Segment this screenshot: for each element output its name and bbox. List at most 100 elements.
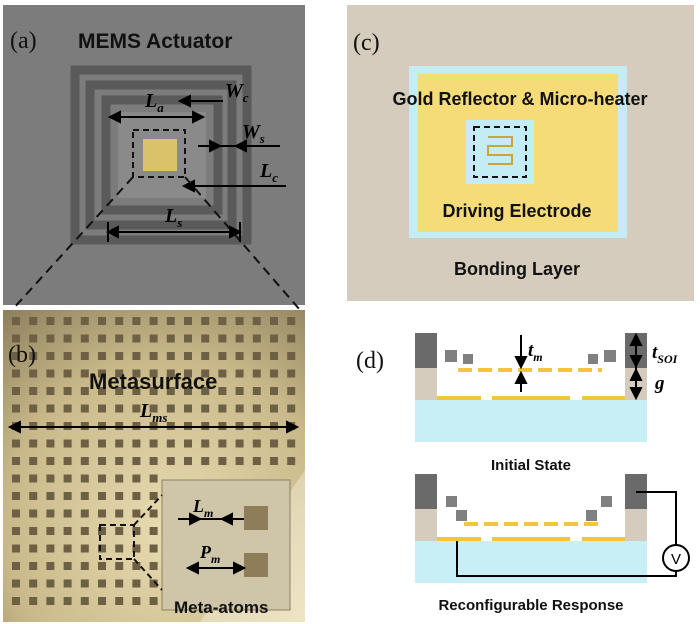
- panel-a-title: MEMS Actuator: [78, 30, 232, 53]
- meta-atom: [98, 597, 106, 605]
- meta-atom: [115, 597, 124, 605]
- meta-atom: [287, 439, 296, 448]
- metasurface-chip: [143, 139, 177, 171]
- meta-atom: [12, 457, 20, 465]
- meta-atom: [270, 439, 278, 448]
- meta-atom: [46, 352, 55, 360]
- meta-atom: [80, 492, 89, 500]
- meta-atom: [12, 544, 20, 553]
- meta-atom: [132, 457, 141, 465]
- meta-atom: [80, 527, 89, 535]
- meta-atom: [149, 317, 158, 325]
- circuit-wire: [636, 491, 677, 545]
- meta-atom: [46, 509, 55, 518]
- meta-atom: [218, 317, 227, 325]
- meta-atom: [184, 404, 192, 413]
- meta-atom: [63, 597, 72, 605]
- meta-atom: [115, 509, 124, 518]
- meta-atom: [132, 527, 141, 535]
- svg-text:Lm: Lm: [192, 496, 213, 520]
- panel-b-title: Metasurface: [89, 369, 217, 394]
- meta-atom: [115, 527, 124, 535]
- meta-atom: [12, 579, 20, 588]
- meta-atom: [63, 527, 72, 535]
- meta-atom: [252, 352, 261, 360]
- meta-atom: [115, 439, 124, 448]
- meta-atom: [201, 387, 210, 395]
- meta-atom: [98, 544, 106, 553]
- meta-atom: [80, 544, 89, 553]
- meta-atom: [29, 404, 38, 413]
- meta-atom: [29, 369, 38, 378]
- meta-atom: [132, 544, 141, 553]
- meta-atom: [80, 352, 89, 360]
- meta-atom: [166, 404, 175, 413]
- meta-atom: [166, 317, 175, 325]
- meta-atom: [80, 439, 89, 448]
- meta-atom: [98, 562, 106, 570]
- meta-atom: [235, 404, 244, 413]
- meta-atom: [29, 439, 38, 448]
- meta-atom: [115, 369, 124, 378]
- meta-atom: [252, 457, 261, 465]
- meta-atom: [80, 317, 89, 325]
- meta-atom: [80, 562, 89, 570]
- meta-atom: [252, 404, 261, 413]
- meta-atom: [201, 352, 210, 360]
- zoom-box-b: [99, 524, 135, 560]
- meta-atom: [235, 352, 244, 360]
- svg-text:Pm: Pm: [199, 542, 220, 566]
- meta-atom: [115, 562, 124, 570]
- dim-wc: [177, 94, 223, 108]
- meta-atom: [149, 387, 158, 395]
- meta-atom: [46, 527, 55, 535]
- meta-atom: [149, 492, 158, 500]
- meta-atom: [201, 457, 210, 465]
- meta-atom: [29, 352, 38, 360]
- meta-atom: [46, 317, 55, 325]
- actuator-springs: [70, 65, 252, 245]
- dim-lm: [178, 512, 244, 526]
- initial-state-caption: Initial State: [491, 457, 571, 474]
- meta-atom: [149, 527, 158, 535]
- meta-atom: [98, 369, 106, 378]
- dim-tsoi-g: [629, 332, 643, 401]
- meta-atom: [29, 597, 38, 605]
- meta-atom: [218, 387, 227, 395]
- meta-atom: [80, 579, 89, 588]
- meta-atom: [166, 457, 175, 465]
- response-diagram: V: [415, 474, 690, 583]
- svg-text:Lms: Lms: [139, 400, 167, 425]
- meta-atom: [235, 457, 244, 465]
- meta-atom: [63, 387, 72, 395]
- meta-atom: [46, 334, 55, 343]
- meta-atom: [46, 457, 55, 465]
- meta-atom: [46, 369, 55, 378]
- meta-atom: [252, 439, 261, 448]
- meta-atom: [218, 404, 227, 413]
- meta-atom: [80, 509, 89, 518]
- meta-atom: [149, 509, 158, 518]
- meta-atom: [12, 597, 20, 605]
- svg-text:tSOI: tSOI: [652, 342, 679, 366]
- heater-window: [466, 120, 534, 184]
- meta-atom: [80, 369, 89, 378]
- meta-atom: [218, 439, 227, 448]
- svg-text:Ls: Ls: [164, 205, 182, 230]
- meta-atom-array: [12, 317, 296, 605]
- meta-atom: [63, 404, 72, 413]
- svg-text:tm: tm: [528, 340, 543, 364]
- meta-atom: [287, 457, 296, 465]
- panel-c-letter: (c): [353, 30, 380, 56]
- meta-atom: [235, 317, 244, 325]
- zoom-box-c: [473, 126, 527, 178]
- meta-atom: [218, 457, 227, 465]
- meta-atom: [184, 439, 192, 448]
- meta-atom: [235, 387, 244, 395]
- svg-text:Lc: Lc: [259, 160, 278, 185]
- panel-b: (b) Metasurface Lms Lm Pm Meta-atoms: [3, 310, 305, 622]
- meta-atom: [149, 544, 158, 553]
- panel-a: (a) MEMS Actuator Wc La Ws Lc: [3, 5, 305, 305]
- meta-atom: [149, 457, 158, 465]
- meta-atom: [184, 352, 192, 360]
